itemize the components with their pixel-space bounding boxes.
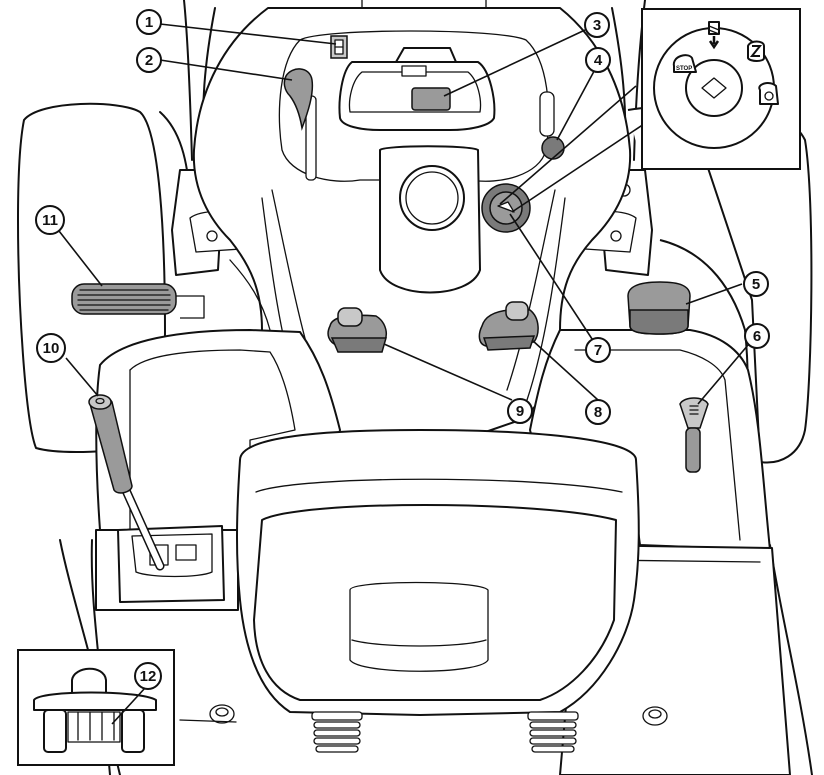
seat-spring-left <box>312 712 362 752</box>
ignition-switch[interactable] <box>482 184 530 232</box>
callout-8: 8 <box>586 400 610 424</box>
stop-icon: STOP <box>674 55 696 72</box>
engine-cut-icon <box>709 22 719 47</box>
seat-spring-right <box>528 712 578 752</box>
svg-text:2: 2 <box>145 52 153 69</box>
callout-3: 3 <box>585 13 609 37</box>
callout-1: 1 <box>137 10 161 34</box>
callout-2: 2 <box>137 48 161 72</box>
svg-text:1: 1 <box>145 14 153 31</box>
svg-text:6: 6 <box>753 328 761 345</box>
svg-text:5: 5 <box>752 276 760 293</box>
svg-text:STOP: STOP <box>676 66 692 72</box>
callout-4: 4 <box>586 48 610 72</box>
left-foot-pedal[interactable] <box>72 284 204 318</box>
svg-text:3: 3 <box>593 17 601 34</box>
callout-10: 10 <box>37 334 65 362</box>
glow-plug-icon <box>748 42 764 62</box>
svg-text:12: 12 <box>140 668 157 685</box>
svg-text:4: 4 <box>594 52 603 69</box>
svg-text:11: 11 <box>42 212 58 229</box>
switch-control[interactable] <box>331 36 347 58</box>
svg-text:10: 10 <box>43 340 60 357</box>
callout-6: 6 <box>745 324 769 348</box>
display-panel <box>412 88 450 110</box>
right-pedal[interactable] <box>628 282 690 334</box>
svg-text:8: 8 <box>594 404 602 421</box>
start-icon <box>759 83 778 104</box>
svg-text:7: 7 <box>594 342 602 359</box>
callout-5: 5 <box>744 272 768 296</box>
svg-text:9: 9 <box>516 403 524 420</box>
callout-12: 12 <box>135 663 161 689</box>
callout-11: 11 <box>36 206 64 234</box>
callout-9: 9 <box>508 399 532 423</box>
callout-7: 7 <box>586 338 610 362</box>
